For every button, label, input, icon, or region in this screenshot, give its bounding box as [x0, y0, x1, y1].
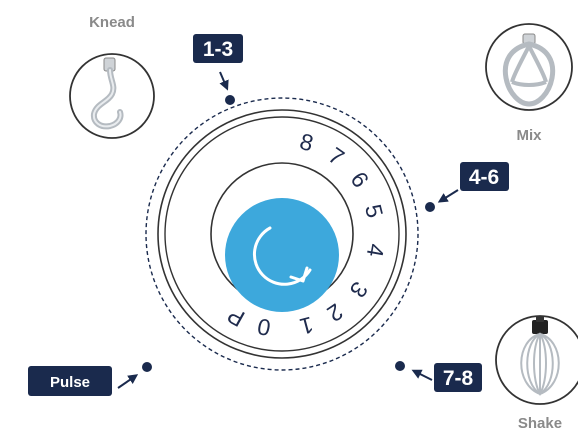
shake-attachment: Shake [496, 316, 578, 432]
arrow-pulse [118, 377, 134, 388]
shake-label: Shake [518, 415, 562, 432]
badge-7-8-text: 7-8 [443, 367, 474, 390]
mix-label: Mix [516, 127, 542, 144]
badge-1-3-text: 1-3 [203, 38, 233, 61]
marker-dot-4-6 [425, 202, 435, 212]
badge-pulse: Pulse [28, 366, 112, 396]
arrow-7-8 [416, 372, 432, 380]
marker-dot-1-3 [225, 95, 235, 105]
mix-attachment: Mix [486, 24, 572, 144]
speed-knob[interactable] [225, 198, 339, 312]
badge-4-6: 4-6 [460, 162, 509, 191]
marker-dot-7-8 [395, 361, 405, 371]
knead-label: Knead [89, 14, 135, 31]
badge-pulse-text: Pulse [50, 374, 90, 391]
badge-1-3: 1-3 [193, 34, 243, 63]
arrow-1-3 [220, 72, 226, 86]
knead-attachment: Knead [70, 14, 154, 138]
badge-4-6-text: 4-6 [469, 166, 499, 189]
marker-dot-pulse [142, 362, 152, 372]
badge-7-8: 7-8 [434, 363, 482, 392]
arrow-4-6 [442, 190, 458, 200]
